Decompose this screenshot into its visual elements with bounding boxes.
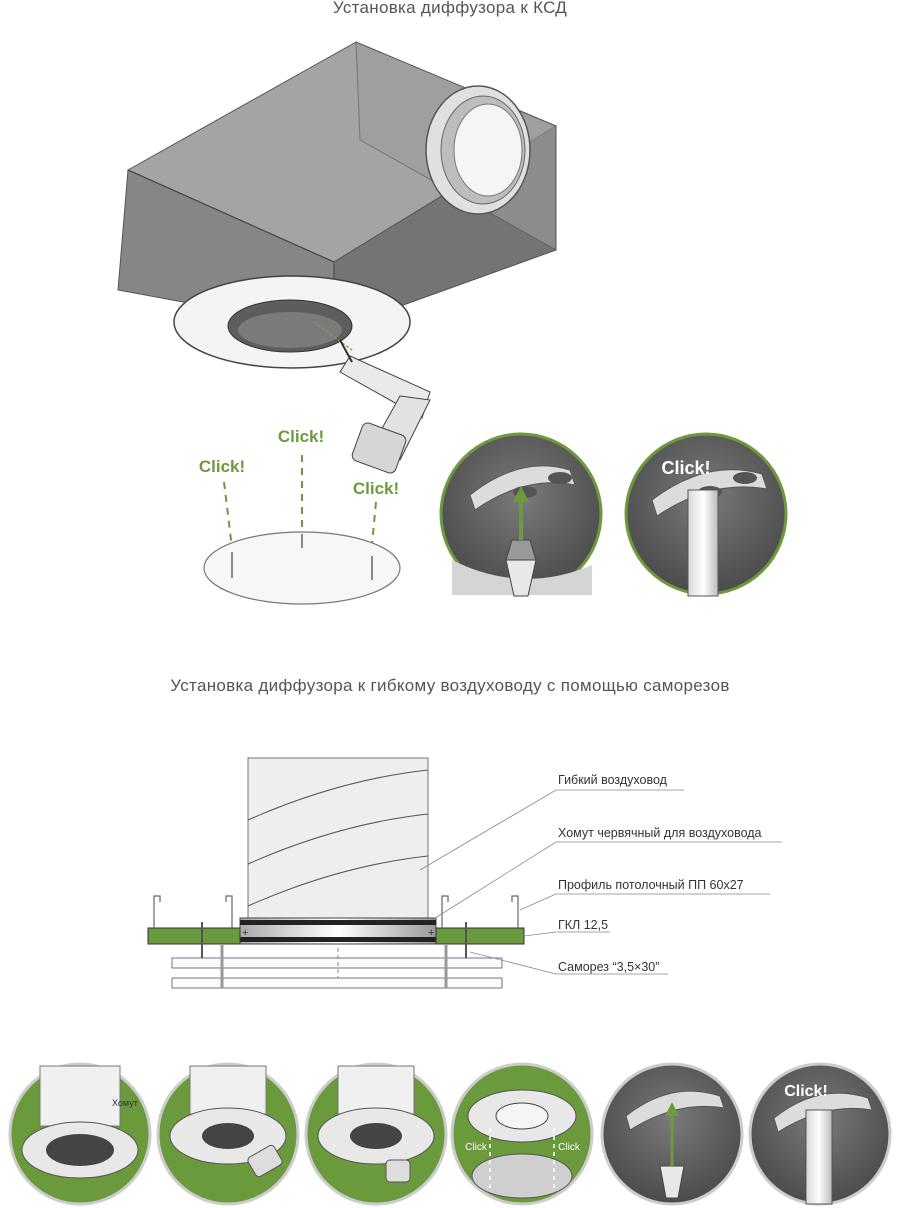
step-circle-5 <box>600 1062 744 1206</box>
ceiling-profile <box>153 895 519 928</box>
label-gkl: ГКЛ 12,5 <box>558 918 608 932</box>
section-title-ksd: Установка диффузора к КСД <box>332 0 568 17</box>
svg-text:+: + <box>428 927 434 939</box>
label-profile: Профиль потолочный ПП 60х27 <box>558 878 744 892</box>
leader-lines <box>419 789 782 975</box>
step-circle-1 <box>8 1062 152 1206</box>
click-label-center: Click! <box>278 427 324 446</box>
ksd-outlet-spigot <box>425 85 531 215</box>
screwdriver-drill <box>339 339 431 474</box>
detail-circle-snapped <box>624 432 788 597</box>
flex-duct <box>247 757 429 925</box>
step-circle-6 <box>748 1062 892 1206</box>
self-tapping-screws <box>201 922 467 958</box>
step-click-left: Click <box>465 1142 488 1153</box>
section-title-flex-duct: Установка диффузора к гибкому воздуховод… <box>170 676 730 695</box>
label-clamp: Хомут червячный для воздуховода <box>558 826 762 840</box>
click-label-right: Click! <box>353 479 399 498</box>
step-click-right: Click <box>558 1142 581 1153</box>
svg-text:+: + <box>242 927 248 939</box>
step-circle-3 <box>304 1062 448 1206</box>
click-label-circle: Click! <box>661 458 710 478</box>
front-cover-plate <box>203 531 401 605</box>
label-screw: Саморез “3,5×30” <box>558 960 659 974</box>
worm-clamp: + + <box>239 917 437 945</box>
step-clamp-label: Хомут <box>112 1098 138 1108</box>
step-circle-4 <box>450 1062 594 1206</box>
label-flex-duct: Гибкий воздуховод <box>558 773 668 787</box>
click-label-left: Click! <box>199 457 245 476</box>
detail-circle-insert <box>439 432 603 597</box>
step-click-snap: Click! <box>784 1083 828 1100</box>
step-circle-2 <box>156 1062 300 1206</box>
diffuser-plate-ring <box>173 275 411 369</box>
diffuser-section <box>171 944 503 989</box>
